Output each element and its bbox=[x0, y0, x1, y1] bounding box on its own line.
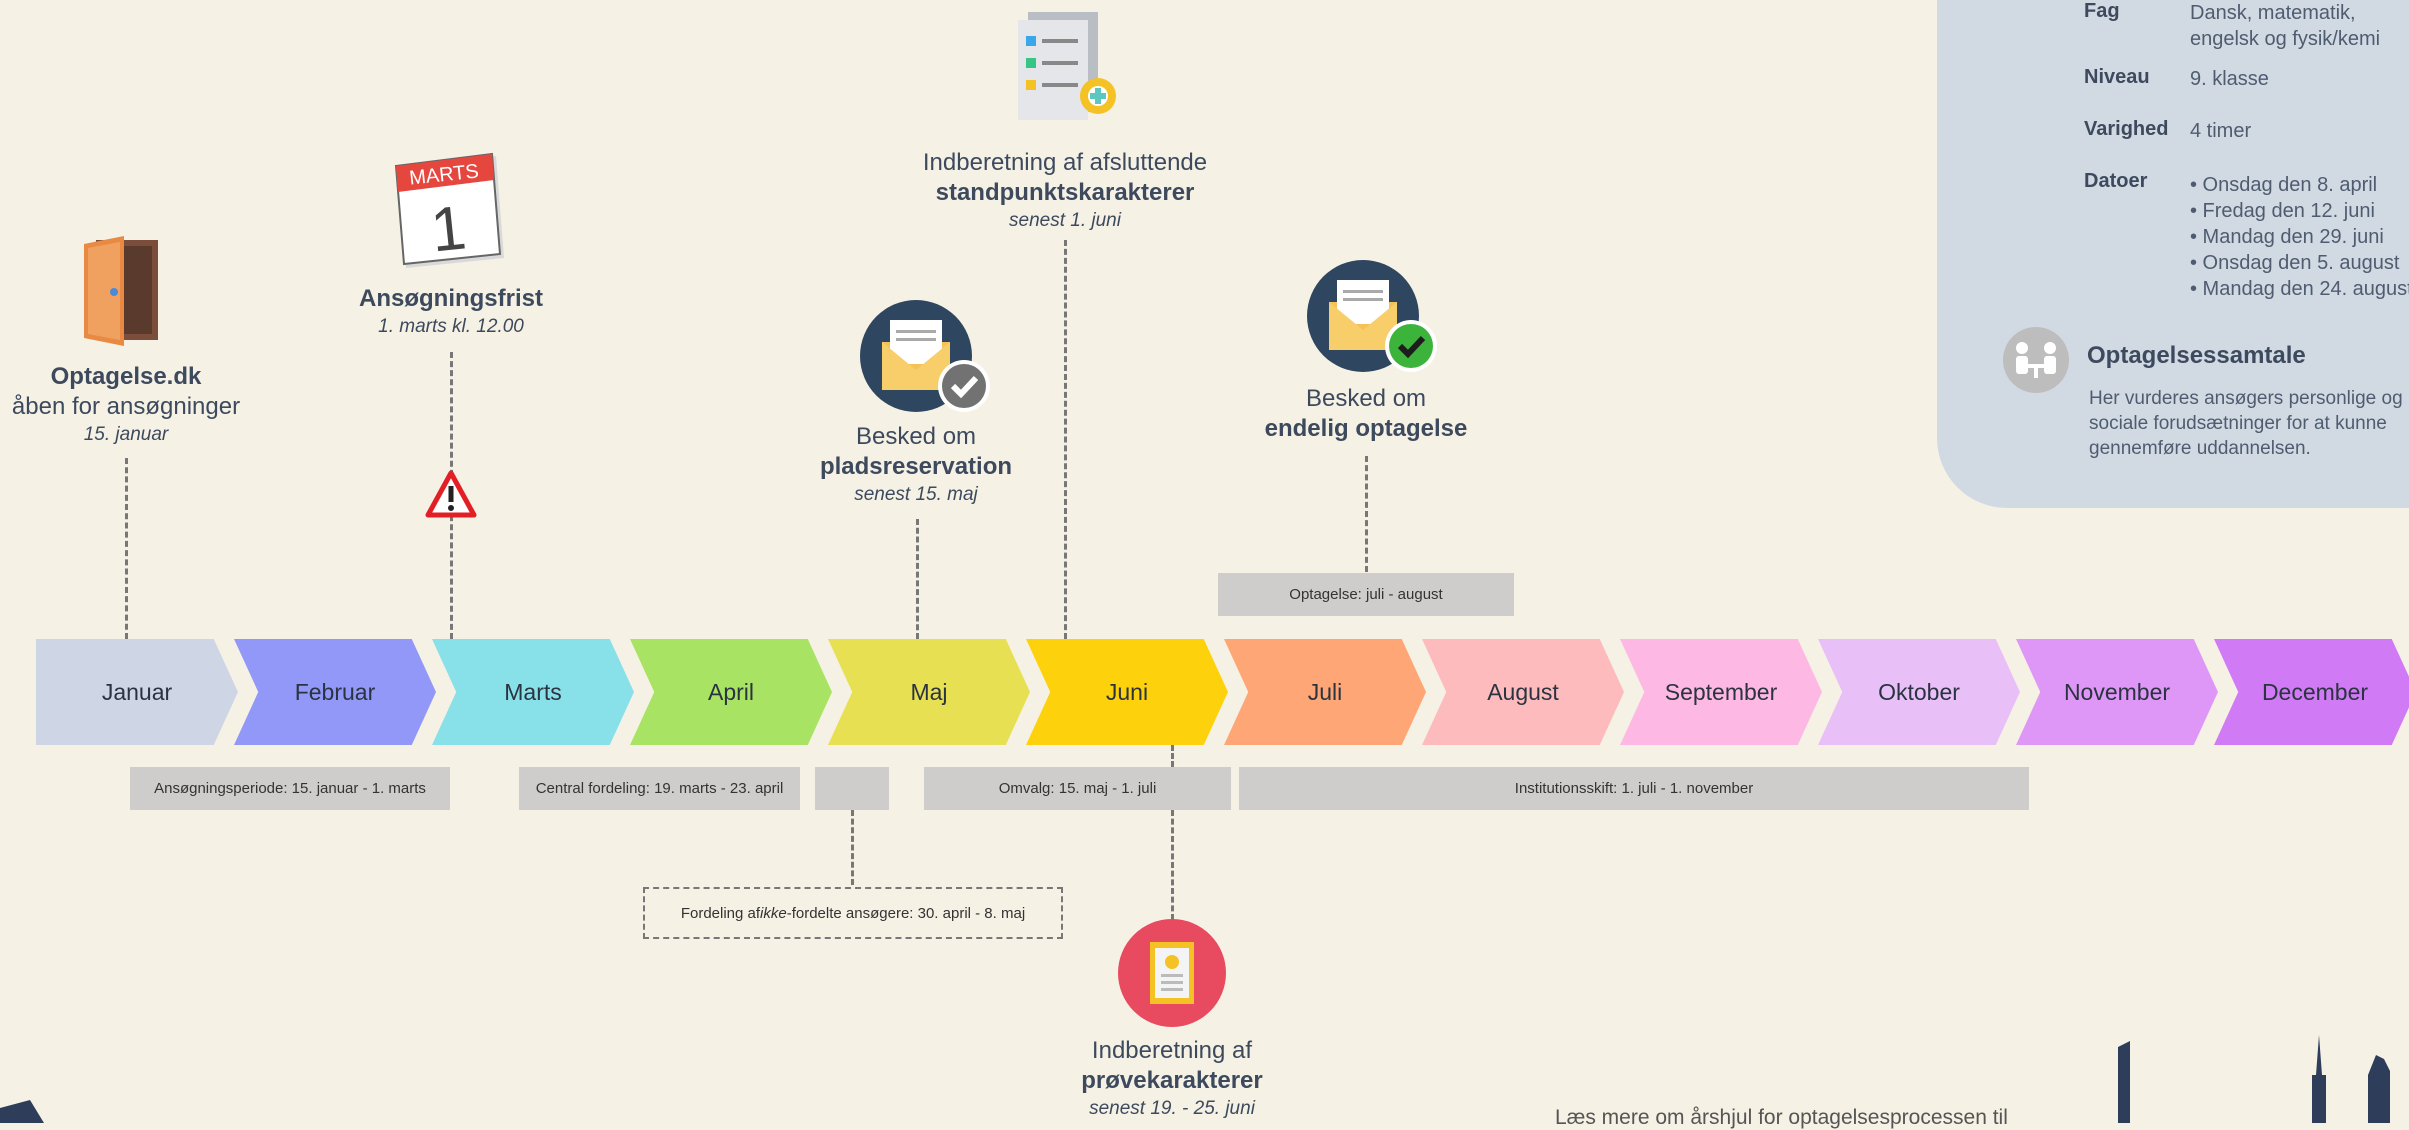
milestone-subtitle: Besked om bbox=[855, 423, 977, 450]
envelope-check-icon bbox=[860, 300, 990, 412]
panel-key: Varighed bbox=[2084, 118, 2169, 140]
milestone-optagelse: Optagelse.dk åben for ansøgninger 15. ja… bbox=[12, 362, 240, 448]
connector-line bbox=[1171, 810, 1174, 920]
milestone-title: Ansøgningsfrist bbox=[359, 285, 543, 312]
samtale-title: Optagelsessamtale bbox=[2087, 342, 2306, 369]
milestone-subtitle: åben for ansøgninger bbox=[11, 393, 241, 420]
panel-value: Dansk, matematik, engelsk og fysik/kemi bbox=[2190, 2, 2381, 50]
milestone-date: 15. januar bbox=[83, 424, 169, 445]
milestone-title: Optagelse.dk bbox=[50, 363, 202, 390]
panel-date-item: • Fredag den 12. juni bbox=[2190, 200, 2375, 222]
milestone-standpunkt: Indberetning af afsluttende standpunktsk… bbox=[923, 148, 1207, 234]
certificate-icon bbox=[1118, 919, 1226, 1027]
calendar-day-text: 1 bbox=[428, 193, 470, 265]
fordeling-text-post: -fordelte ansøgere: 30. april - 8. maj bbox=[786, 904, 1026, 922]
panel-key: Datoer bbox=[2084, 170, 2148, 192]
milestone-ansogningsfrist: Ansøgningsfrist 1. marts kl. 12.00 bbox=[359, 284, 543, 340]
month-november: November bbox=[2016, 639, 2218, 745]
month-september: September bbox=[1620, 639, 1822, 745]
period-ansogning: Ansøgningsperiode: 15. januar - 1. marts bbox=[130, 767, 450, 810]
milestone-title: pladsreservation bbox=[819, 453, 1013, 480]
milestone-title: standpunktskarakterer bbox=[935, 179, 1195, 206]
milestone-date: senest 19. - 25. juni bbox=[1089, 1098, 1255, 1119]
connector-line bbox=[851, 810, 854, 885]
samtale-description: Her vurderes ansøgers personlige og soci… bbox=[2089, 388, 2403, 459]
footer-link-text: Læs mere om årshjul for optagelsesproces… bbox=[1555, 1106, 2008, 1129]
period-fordeling-short bbox=[815, 767, 889, 810]
panel-key: Fag bbox=[2084, 0, 2120, 22]
milestone-pladsreservation: Besked om pladsreservation senest 15. ma… bbox=[820, 422, 1012, 508]
month-oktober: Oktober bbox=[1818, 639, 2020, 745]
milestone-subtitle: Indberetning af afsluttende bbox=[922, 149, 1208, 176]
connector-line bbox=[916, 519, 919, 639]
month-maj: Maj bbox=[828, 639, 1030, 745]
panel-date-item: • Mandag den 29. juni bbox=[2190, 226, 2384, 248]
milestone-date: 1. marts kl. 12.00 bbox=[378, 316, 524, 337]
fordeling-text-emphasis: ikke bbox=[760, 904, 787, 922]
milestone-subtitle: Besked om bbox=[1305, 385, 1427, 412]
milestone-date: senest 1. juni bbox=[1009, 210, 1121, 231]
connector-line bbox=[1365, 456, 1368, 572]
panel-date-item: • Mandag den 24. august bbox=[2190, 278, 2409, 300]
connector-line bbox=[125, 458, 128, 639]
calendar-icon: MARTS 1 bbox=[394, 152, 504, 268]
month-januar: Januar bbox=[36, 639, 238, 745]
skyline-decoration bbox=[2118, 1035, 2390, 1123]
month-februar: Februar bbox=[234, 639, 436, 745]
panel-value: 9. klasse bbox=[2190, 68, 2269, 90]
fordeling-text-pre: Fordeling af bbox=[680, 904, 761, 922]
milestone-title: prøvekarakterer bbox=[1081, 1067, 1263, 1094]
month-december: December bbox=[2214, 639, 2409, 745]
month-marts: Marts bbox=[432, 639, 634, 745]
test-info-panel bbox=[1937, 0, 2409, 508]
panel-date-item: • Onsdag den 5. august bbox=[2190, 252, 2400, 274]
checklist-document-icon bbox=[1018, 12, 1116, 120]
period-omvalg: Omvalg: 15. maj - 1. juli bbox=[924, 767, 1231, 810]
milestone-endelig-optagelse: Besked om endelig optagelse bbox=[1265, 384, 1468, 444]
period-institutionsskift: Institutionsskift: 1. juli - 1. november bbox=[1239, 767, 2029, 810]
panel-key: Niveau bbox=[2084, 66, 2150, 88]
month-august: August bbox=[1422, 639, 1624, 745]
period-optagelse-juli: Optagelse: juli - august bbox=[1218, 573, 1514, 616]
milestone-subtitle: Indberetning af bbox=[1091, 1037, 1253, 1064]
warning-icon bbox=[425, 470, 477, 518]
skyline-left-decoration bbox=[0, 1100, 44, 1123]
milestone-provekarakterer: Indberetning af prøvekarakterer senest 1… bbox=[1081, 1036, 1262, 1122]
connector-line bbox=[1064, 240, 1067, 639]
door-icon bbox=[84, 236, 158, 346]
milestone-date: senest 15. maj bbox=[854, 484, 978, 505]
month-april: April bbox=[630, 639, 832, 745]
milestone-title: endelig optagelse bbox=[1264, 415, 1468, 442]
month-juli: Juli bbox=[1224, 639, 1426, 745]
envelope-approved-icon bbox=[1307, 260, 1437, 372]
interview-icon bbox=[2003, 327, 2069, 393]
panel-date-item: • Onsdag den 8. april bbox=[2190, 174, 2378, 196]
connector-line bbox=[1171, 745, 1174, 767]
month-juni: Juni bbox=[1026, 639, 1228, 745]
period-central-fordeling: Central fordeling: 19. marts - 23. april bbox=[519, 767, 800, 810]
panel-value: 4 timer bbox=[2190, 120, 2252, 142]
period-fordeling-ikke-fordelte: Fordeling af ikke-fordelte ansøgere: 30.… bbox=[643, 887, 1063, 939]
